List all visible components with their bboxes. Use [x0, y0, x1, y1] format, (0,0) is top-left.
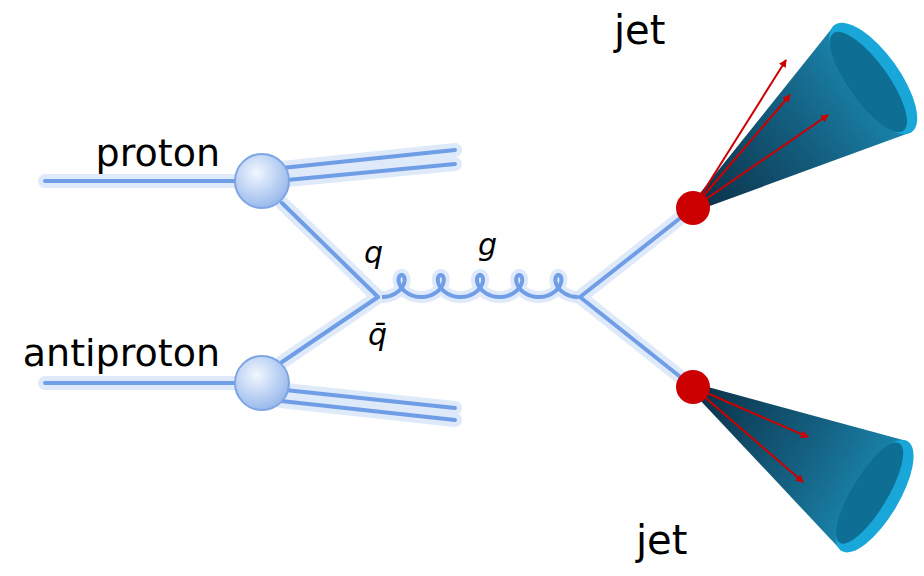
hadronization-dot	[676, 191, 710, 225]
line-glow	[45, 150, 693, 420]
jet-cone	[660, 332, 924, 563]
jet-label: jet	[614, 10, 665, 50]
quark-label: q	[364, 238, 383, 268]
jet-cone	[654, 10, 924, 262]
particle-arrows	[693, 60, 828, 482]
antiproton-blob	[235, 356, 289, 410]
gluon-coil	[382, 275, 578, 297]
particle-label: antiproton	[23, 334, 220, 372]
particle-lines	[45, 150, 693, 420]
hadronization-dot	[676, 370, 710, 404]
jet-label: jet	[636, 520, 687, 560]
antiquark-label: q̄	[368, 320, 387, 350]
gluon-glow	[382, 275, 578, 297]
gluon-label: g	[478, 230, 497, 260]
proton-blob	[235, 154, 289, 208]
particle-label: proton	[96, 134, 220, 172]
